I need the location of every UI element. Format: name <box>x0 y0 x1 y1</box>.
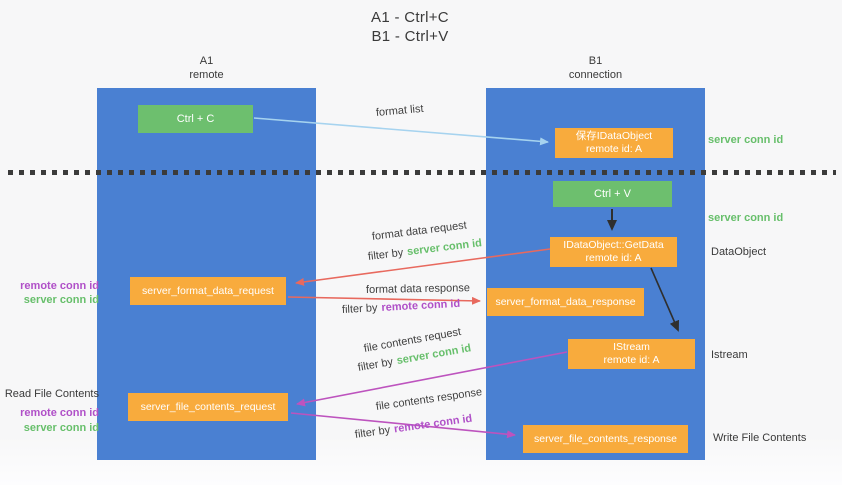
format-data-request-arrow <box>295 248 551 286</box>
getdata-title: IDataObject::GetData <box>563 239 664 251</box>
ctrl-v-node: Ctrl + V <box>553 181 672 207</box>
save-idataobject-subtitle: remote id: A <box>585 143 643 155</box>
left-column-header: A1 remote <box>97 54 316 82</box>
istream-side-label: Istream <box>711 349 748 361</box>
istream-node: IStream remote id: A <box>568 339 695 369</box>
save-idataobject-node: 保存IDataObject remote id: A <box>555 128 673 158</box>
right-column-role: connection <box>568 69 623 81</box>
server-conn-id-label-mid-right: server conn id <box>708 212 784 224</box>
ctrl-c-node: Ctrl + C <box>138 105 253 133</box>
format-data-response-arrow <box>287 296 481 305</box>
file-contents-request-arrow <box>296 351 568 407</box>
read-file-contents-label: Read File Contents <box>4 388 99 400</box>
right-column-name: B1 <box>588 55 603 67</box>
server-conn-id-label-left-1: server conn id <box>23 294 99 306</box>
server-format-data-request-label: server_format_data_request <box>142 284 274 297</box>
filter-by-text: filter by <box>341 302 378 316</box>
server-conn-id-label-top-right: server conn id <box>708 134 784 146</box>
server-file-contents-response-node: server_file_contents_response <box>523 425 688 453</box>
istream-title: IStream <box>613 341 650 353</box>
getdata-subtitle: remote id: A <box>585 252 642 264</box>
ctrl-c-label: Ctrl + C <box>176 112 215 125</box>
format-list-arrow <box>253 117 549 146</box>
getdata-node: IDataObject::GetData remote id: A <box>550 237 677 267</box>
server-file-contents-response-label: server_file_contents_response <box>533 432 677 445</box>
dotted-divider <box>8 170 836 175</box>
server-file-contents-request-label: server_file_contents_request <box>140 400 276 413</box>
istream-subtitle: remote id: A <box>603 354 660 366</box>
dataobject-label: DataObject <box>711 246 767 258</box>
diagram-title: A1 - Ctrl+C B1 - Ctrl+V <box>0 8 820 46</box>
remote-conn-id-label-left-2: remote conn id <box>20 407 99 419</box>
getdata-to-istream-arrow <box>650 267 679 332</box>
server-format-data-response-node: server_format_data_response <box>487 288 644 316</box>
file-contents-response-arrow <box>290 412 516 439</box>
ctrl-v-label: Ctrl + V <box>594 187 631 200</box>
format-data-response-label: format data response <box>365 282 471 296</box>
save-idataobject-title: 保存IDataObject <box>575 130 653 142</box>
title-line-2: B1 - Ctrl+V <box>371 28 449 45</box>
left-column-name: A1 <box>199 55 214 67</box>
server-format-data-response-label: server_format_data_response <box>495 295 636 308</box>
right-column-header: B1 connection <box>486 54 705 82</box>
left-column-role: remote <box>189 69 224 81</box>
server-format-data-request-node: server_format_data_request <box>130 277 286 305</box>
remote-conn-id-label-left-1: remote conn id <box>20 280 99 292</box>
title-line-1: A1 - Ctrl+C <box>371 9 449 26</box>
server-file-contents-request-node: server_file_contents_request <box>128 393 288 421</box>
server-conn-id-label-left-2: server conn id <box>23 422 99 434</box>
write-file-contents-label: Write File Contents <box>713 432 807 444</box>
